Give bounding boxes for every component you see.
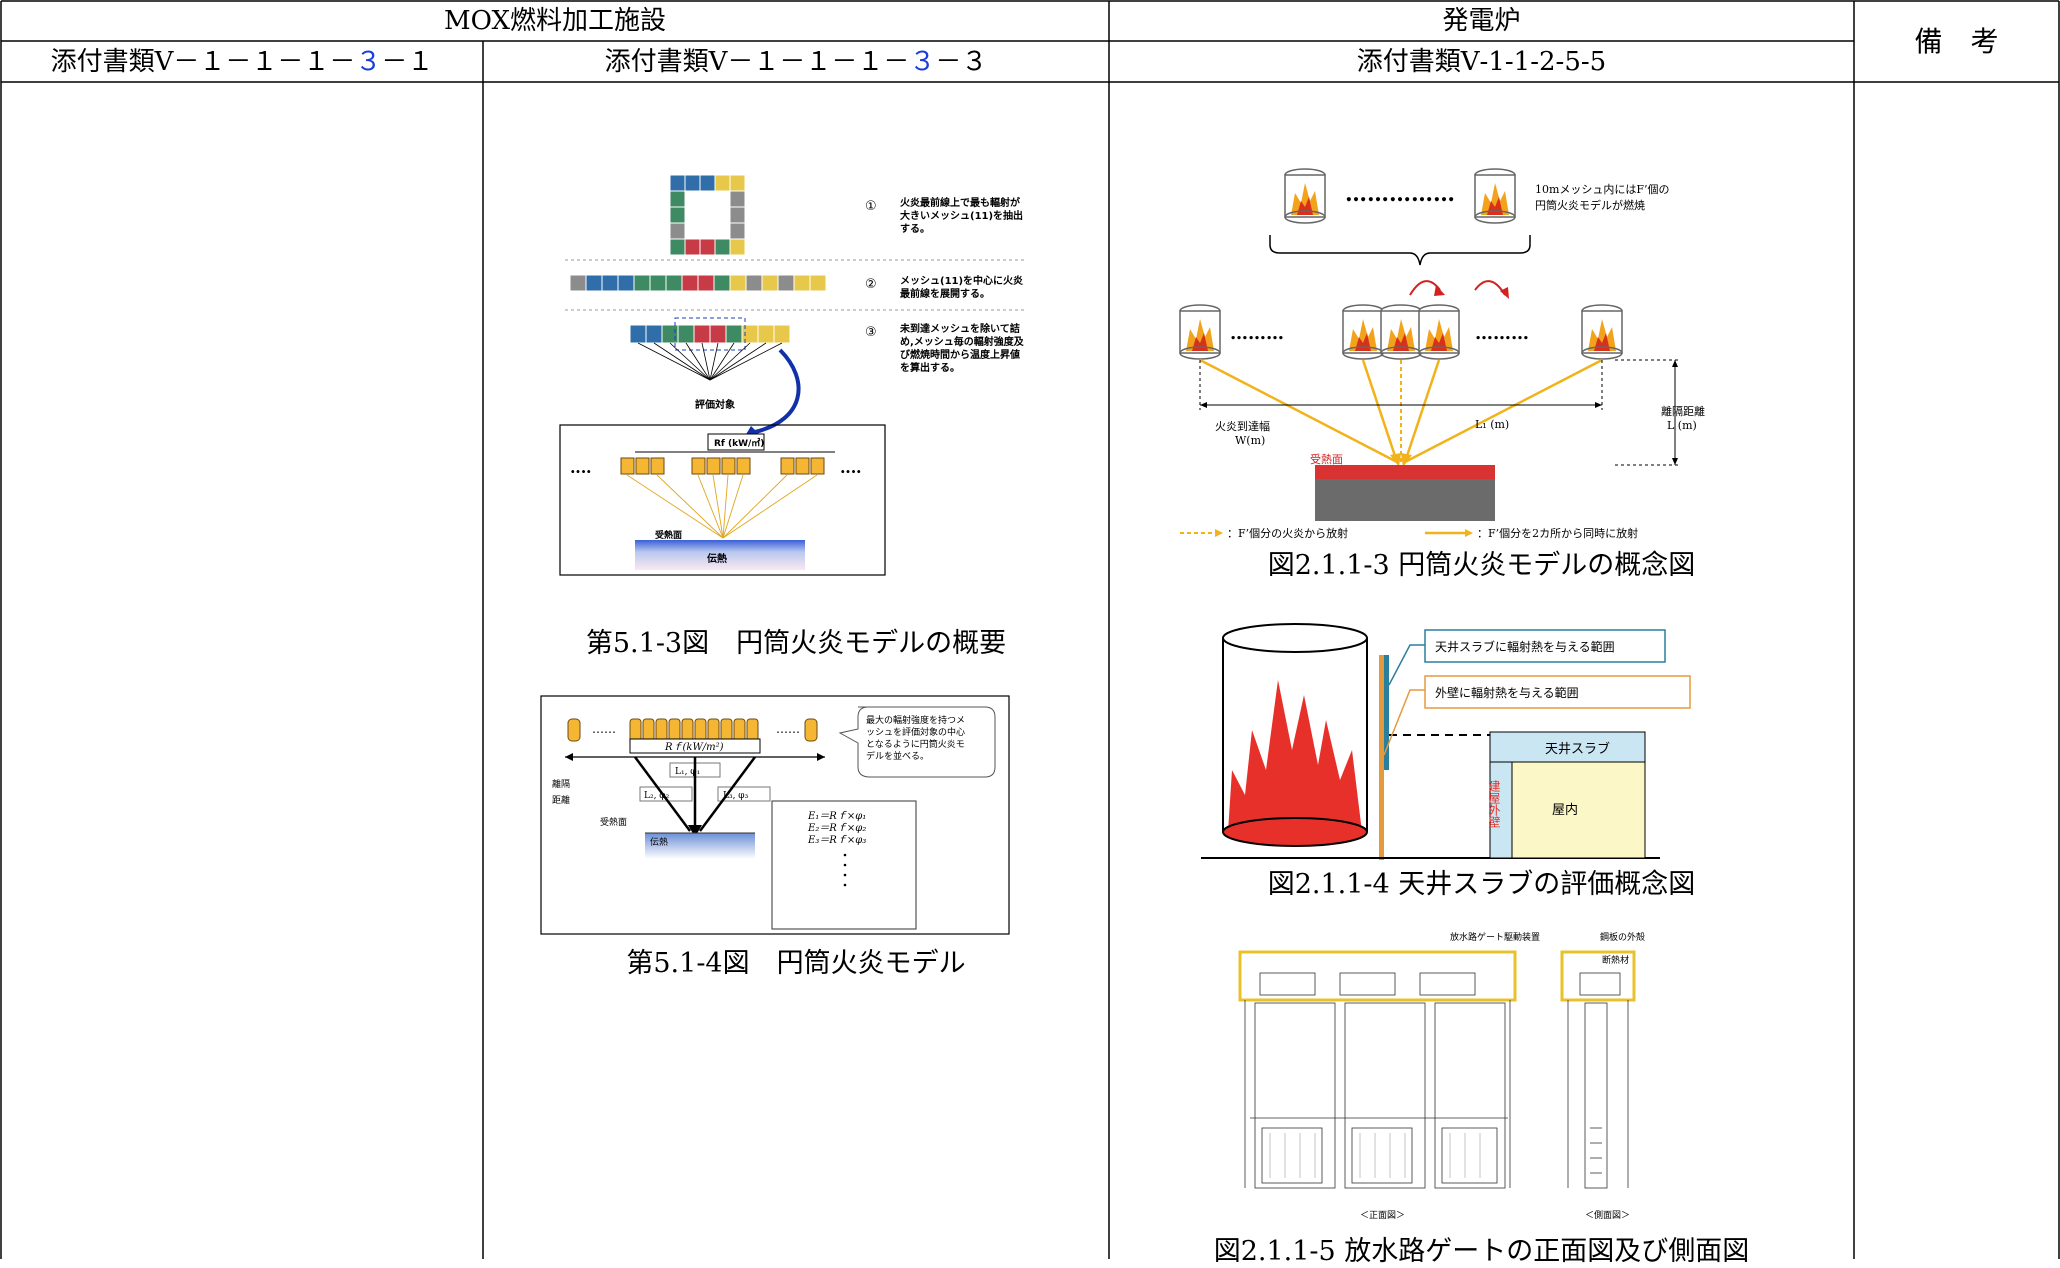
box-1-label: 天井スラブに輻射熱を与える範囲	[1435, 639, 1615, 654]
step-2-text: メッシュ(11)を中心に火炎最前線を展開する。	[900, 274, 1023, 300]
heat-label: 伝熱	[707, 552, 727, 565]
fig514-e3: E₃＝Rｆ×φ₃	[807, 834, 866, 846]
header-power-reactor: 発電炉	[1442, 6, 1521, 36]
header-remarks: 備 考	[1914, 25, 1999, 58]
fig514-heat: 伝熱	[650, 836, 668, 848]
header-attachment-2: 添付書類Ⅴ－１－１－１－３－３	[604, 47, 988, 77]
slab-label: 天井スラブ	[1545, 741, 1610, 757]
header-attachment-1: 添付書類Ⅴ－１－１－１－３－１	[50, 47, 434, 77]
svg-text:……: ……	[776, 722, 800, 736]
insulation-label: 断熱材	[1602, 954, 1629, 966]
step-3-text: 未到達メッシュを除いて詰め,メッシュ毎の輻射強度及び燃焼時間から温度上昇値を算出…	[899, 322, 1025, 374]
figure-2-1-1-4: 天井スラブ 屋内 建屋外壁 天井スラブに輻射熱を与える範囲 外壁に輻射熱を与える…	[1201, 623, 1691, 860]
step-3-number: ③	[865, 325, 877, 340]
legend-2: ：F’個分を2カ所から同時に放射	[1477, 526, 1638, 540]
l1-label: L₁ (m)	[1475, 418, 1509, 431]
mesh-note-1: 10mメッシュ内にはF’個の	[1535, 182, 1670, 196]
svg-text:………: ………	[1230, 323, 1284, 344]
fig514-e1: E₁＝Rｆ×φ₁	[807, 810, 866, 822]
dots-right: ‥‥	[840, 458, 862, 477]
figure-2-1-1-3: …………… 10mメッシュ内にはF’個の 円筒火炎モデルが燃焼 ……… ……… …	[1179, 168, 1705, 540]
svg-text:……: ……	[592, 722, 616, 736]
figure-2-1-1-3-caption: 図2.1.1-3 円筒火炎モデルの概念図	[1267, 550, 1696, 581]
fig514-l2: L₂, φ₂	[644, 791, 670, 801]
figure-2-1-1-5: 放水路ゲート駆動装置 鋼板の外殻 断熱材 ＜正面図＞ ＜側面図＞	[1238, 931, 1645, 1221]
figure-5-1-3-caption: 第5.1-3図 円筒火炎モデルの概要	[585, 628, 1007, 659]
figure-5-1-4-caption: 第5.1-4図 円筒火炎モデル	[626, 948, 966, 979]
fig514-l1: L₁, φ₁	[675, 767, 700, 777]
fig514-l3: L₃, φ₃	[723, 791, 749, 801]
svg-text:………: ………	[1475, 323, 1529, 344]
receive-label: 受熱面	[655, 529, 682, 541]
box-2-label: 外壁に輻射熱を与える範囲	[1435, 685, 1579, 700]
front-view-label: ＜正面図＞	[1360, 1210, 1405, 1221]
fig514-rf: Rｆ(kW/m²)	[664, 741, 724, 753]
rf-label: Rf (kW/㎡)	[714, 437, 764, 449]
distance-label-1: 離隔距離	[1661, 404, 1705, 418]
fig514-receive: 受熱面	[600, 816, 627, 828]
figure-5-1-3: ① 火炎最前線上で最も輻射が大きいメッシュ(11)を抽出する。 ② メッシ	[559, 174, 1025, 576]
distance-label-2: L (m)	[1667, 419, 1697, 432]
fire-width-label-1: 火炎到達幅	[1215, 420, 1270, 433]
figure-2-1-1-4-caption: 図2.1.1-4 天井スラブの評価概念図	[1267, 869, 1696, 900]
legend-1: ：F’個分の火炎から放射	[1227, 526, 1348, 540]
fig514-e2: E₂＝Rｆ×φ₂	[807, 822, 866, 834]
evaluation-target-label: 評価対象	[695, 398, 735, 411]
mesh-note-2: 円筒火炎モデルが燃焼	[1535, 198, 1645, 212]
figure-5-1-4: …… …… Rｆ(kW/m²) L₁, φ₁ L₂, φ₂ L₃, φ₃ 離隔 …	[540, 695, 1010, 935]
gate-drive-label: 放水路ゲート駆動装置	[1450, 931, 1540, 943]
header-attachment-3: 添付書類Ⅴ-1-1-2-5-5	[1356, 47, 1607, 77]
figure-2-1-1-5-caption: 図2.1.1-5 放水路ゲートの正面図及び側面図	[1213, 1236, 1750, 1267]
step-2-number: ②	[865, 277, 877, 292]
step-1-text: 火炎最前線上で最も輻射が大きいメッシュ(11)を抽出する。	[900, 196, 1023, 235]
receive-surface-label: 受熱面	[1310, 453, 1343, 466]
dots-left: ‥‥	[570, 458, 592, 477]
step-1-number: ①	[865, 199, 877, 214]
svg-text:……………: ……………	[1345, 181, 1455, 207]
fire-width-label-2: W(m)	[1235, 434, 1265, 447]
inside-label: 屋内	[1552, 802, 1578, 818]
fig514-sep-2: 距離	[552, 794, 570, 806]
fig514-sep-1: 離隔	[552, 778, 570, 790]
steel-shell-label: 鋼板の外殻	[1600, 931, 1645, 943]
header-mox-facility: MOX燃料加工施設	[444, 6, 666, 36]
wall-label: 建屋外壁	[1487, 780, 1501, 828]
fig514-note: 最大の輻射強度を持つメッシュを評価対象の中心となるように円筒火炎モデルを並べる。	[866, 714, 965, 762]
side-view-label: ＜側面図＞	[1585, 1209, 1630, 1221]
